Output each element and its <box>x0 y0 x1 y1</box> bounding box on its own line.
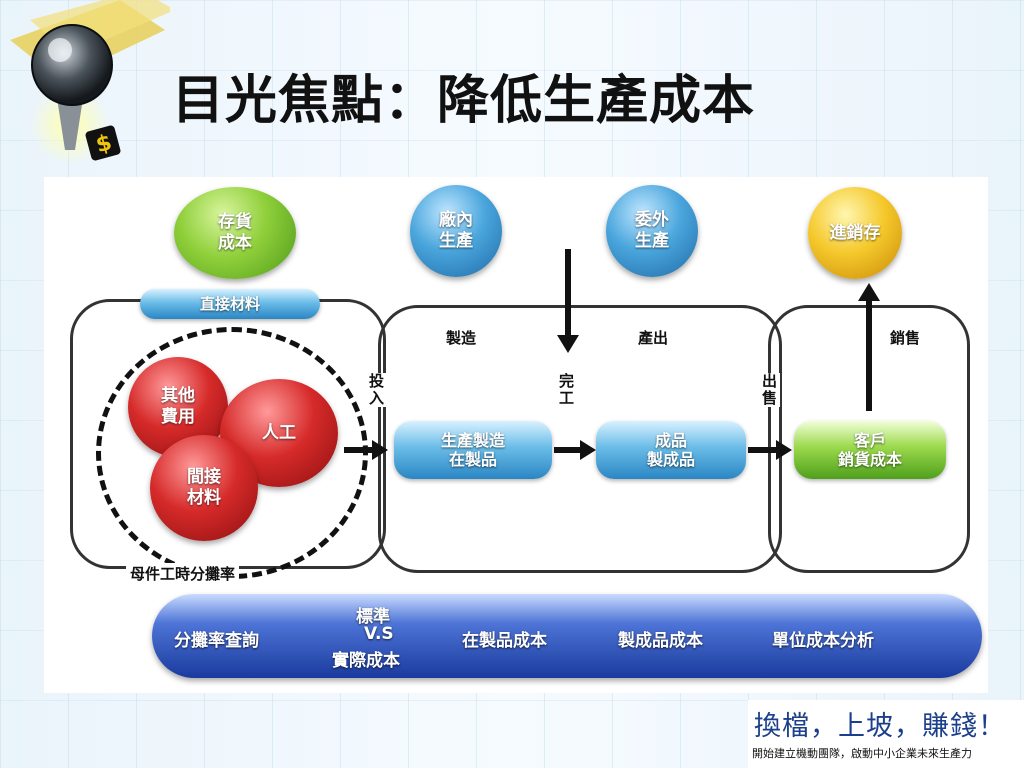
outsourced-production-circle: 委外 生產 <box>606 185 698 277</box>
finished-goods-pill: 成品 製成品 <box>596 421 746 479</box>
actual-cost-text: 實際成本 <box>332 651 400 671</box>
manufacturing-section-box <box>378 305 782 573</box>
cost-analysis-bar <box>152 594 982 678</box>
slide-title: 目光焦點：降低生產成本 <box>172 71 756 131</box>
shipping-label: 出售 <box>759 373 780 407</box>
manufacturing-label: 製造 <box>446 329 477 347</box>
footer-slogan: 換檔，上坡，賺錢！ <box>754 711 1006 742</box>
arrow-sales-up <box>858 283 880 411</box>
cost-of-goods-sold-pill: 客戶 銷貨成本 <box>794 421 946 479</box>
unit-cost-analysis-text: 單位成本分析 <box>772 631 874 651</box>
wip-pill: 生產製造 在製品 <box>394 421 552 479</box>
direct-materials-pill: 直接材料 <box>140 289 320 319</box>
output-label: 產出 <box>638 329 669 347</box>
dollar-pin-icon: $ <box>10 0 170 165</box>
indirect-materials-circle: 間接 材料 <box>150 435 258 541</box>
purchase-sales-inventory-circle: 進銷存 <box>808 187 902 279</box>
footer-subtitle: 開始建立機動團隊，啟動中小企業未來生產力 <box>752 747 972 760</box>
footer-box <box>748 700 1024 768</box>
sales-label: 銷售 <box>890 329 921 347</box>
arrow-to-wip <box>344 440 388 460</box>
arrow-production-down <box>557 249 579 353</box>
inventory-cost-circle: 存貨 成本 <box>174 187 296 279</box>
completion-label: 完工 <box>557 373 575 407</box>
in-house-production-circle: 廠內 生產 <box>410 185 502 277</box>
arrow-finished-to-customer <box>748 440 792 460</box>
svg-text:$: $ <box>93 130 114 158</box>
standard-text: 標準 <box>356 607 390 627</box>
finished-goods-cost-text: 製成品成本 <box>618 631 703 651</box>
arrow-wip-to-finished <box>554 440 596 460</box>
vs-text: V.S <box>364 624 394 644</box>
input-label: 投入 <box>366 373 387 407</box>
wip-cost-text: 在製品成本 <box>462 631 547 651</box>
allocation-query-text: 分攤率查詢 <box>174 631 259 651</box>
allocation-rate-label: 母件工時分攤率 <box>126 563 240 584</box>
